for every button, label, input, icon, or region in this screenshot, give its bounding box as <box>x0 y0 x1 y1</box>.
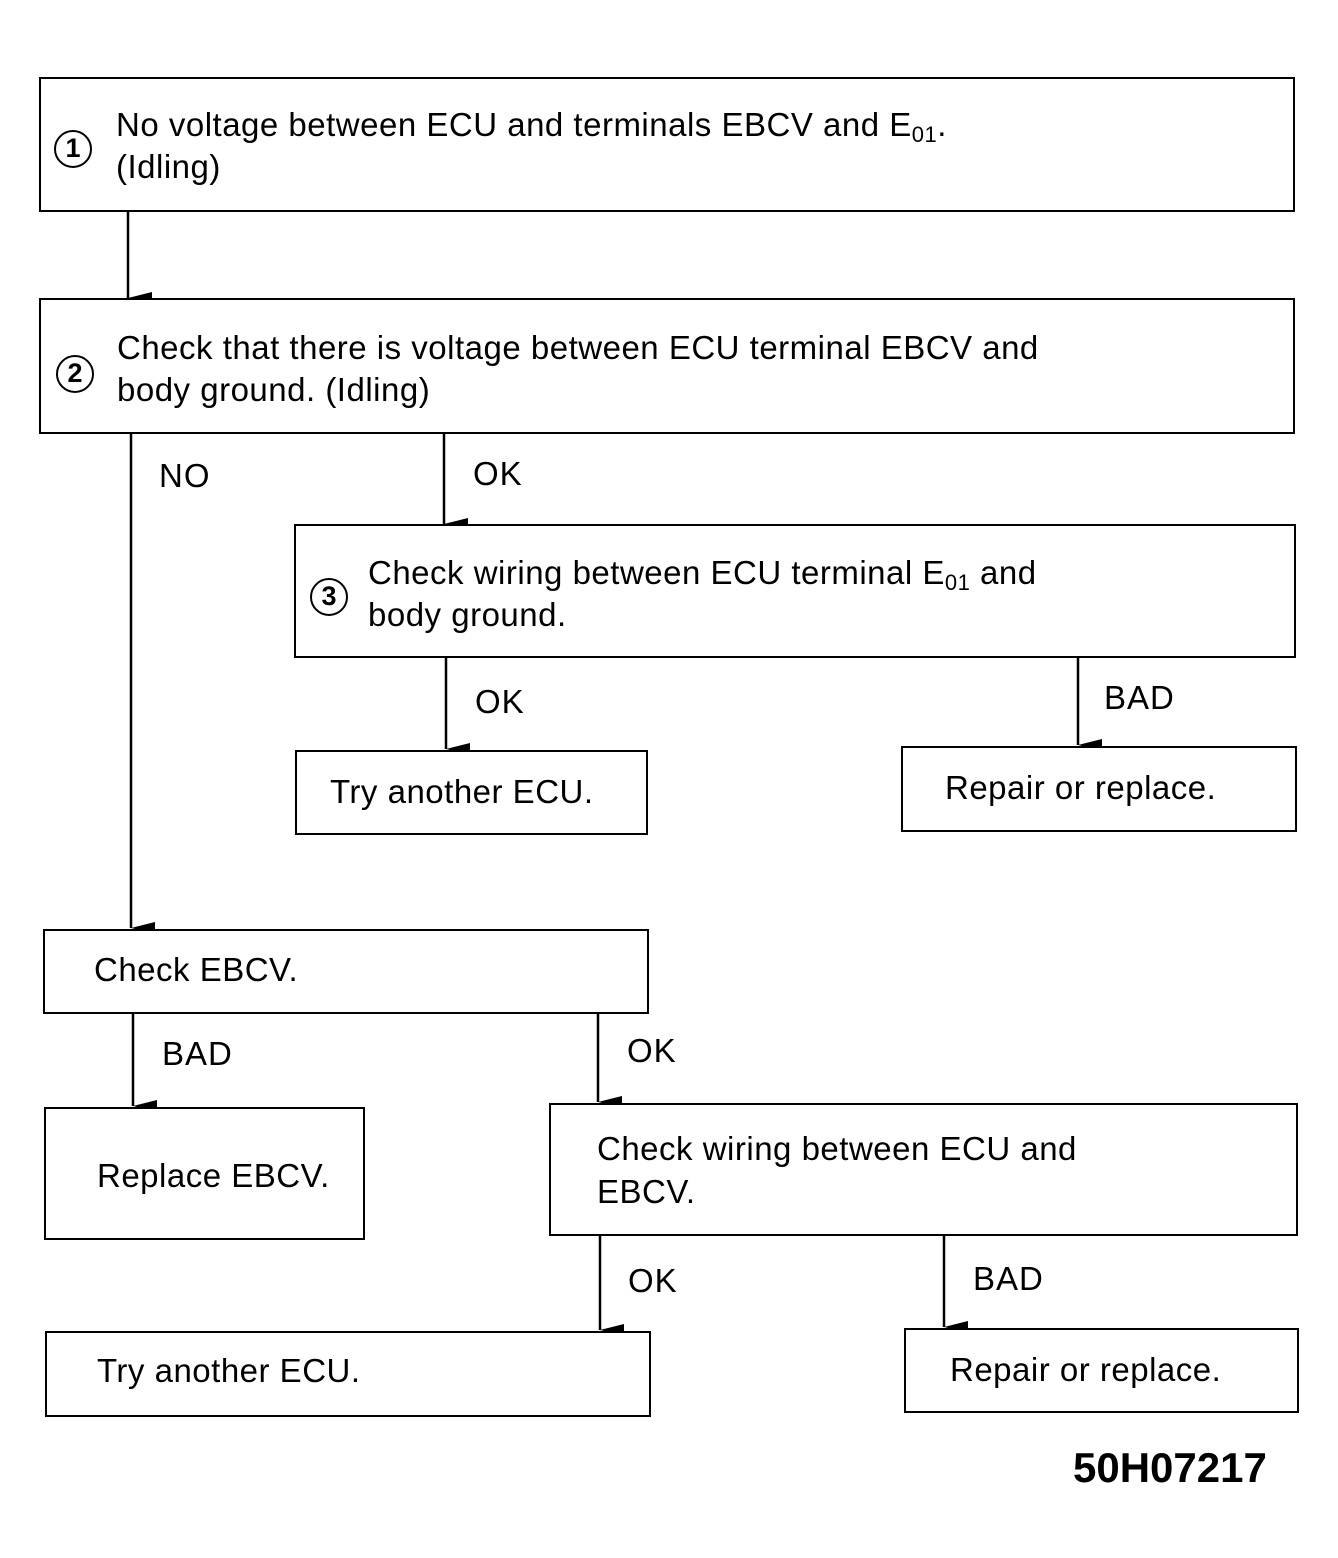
step-2-line-1: Check that there is voltage between ECU … <box>117 329 1039 366</box>
step-number-3: 3 <box>310 578 348 616</box>
repair-or-replace-text-1: Repair or replace. <box>945 769 1217 806</box>
step-2-line-2: body ground. (Idling) <box>117 371 431 408</box>
step-3-line-1: Check wiring between ECU terminal E01 an… <box>368 554 1037 595</box>
step-1-box: 1 No voltage between ECU and terminals E… <box>39 77 1295 212</box>
branch-label-bad-wiring: BAD <box>973 1260 1044 1297</box>
branch-label-ok-2: OK <box>473 455 523 492</box>
repair-or-replace-box-1: Repair or replace. <box>901 746 1297 832</box>
repair-or-replace-box-2: Repair or replace. <box>904 1328 1299 1413</box>
step-3-box: 3 Check wiring between ECU terminal E01 … <box>294 524 1296 658</box>
branch-label-bad-ebcv: BAD <box>162 1035 233 1072</box>
replace-ebcv-text: Replace EBCV. <box>97 1157 330 1194</box>
step-2-box: 2 Check that there is voltage between EC… <box>39 298 1295 434</box>
branch-label-no: NO <box>159 457 211 494</box>
try-another-ecu-text-2: Try another ECU. <box>97 1352 361 1389</box>
step-number-1: 1 <box>54 130 92 168</box>
branch-label-ok-3: OK <box>475 683 525 720</box>
step-3-line-2: body ground. <box>368 596 567 633</box>
try-another-ecu-box-1: Try another ECU. <box>295 750 648 835</box>
step-1-line-1: No voltage between ECU and terminals EBC… <box>116 106 947 147</box>
check-ebcv-text: Check EBCV. <box>94 951 299 988</box>
check-wiring-line-1: Check wiring between ECU and <box>597 1130 1077 1167</box>
try-another-ecu-box-2: Try another ECU. <box>45 1331 651 1417</box>
try-another-ecu-text-1: Try another ECU. <box>330 773 594 810</box>
figure-code: 50H07217 <box>1073 1444 1267 1491</box>
repair-or-replace-text-2: Repair or replace. <box>950 1351 1222 1388</box>
check-wiring-line-2: EBCV. <box>597 1173 696 1210</box>
replace-ebcv-box: Replace EBCV. <box>44 1107 365 1240</box>
branch-label-ok-wiring: OK <box>628 1262 678 1299</box>
step-1-line-2: (Idling) <box>116 148 221 185</box>
step-number-2: 2 <box>56 355 94 393</box>
check-wiring-ecu-ebcv-box: Check wiring between ECU and EBCV. <box>549 1103 1298 1236</box>
check-ebcv-box: Check EBCV. <box>43 929 649 1014</box>
branch-label-ok-ebcv: OK <box>627 1032 677 1069</box>
branch-label-bad-3: BAD <box>1104 679 1175 716</box>
